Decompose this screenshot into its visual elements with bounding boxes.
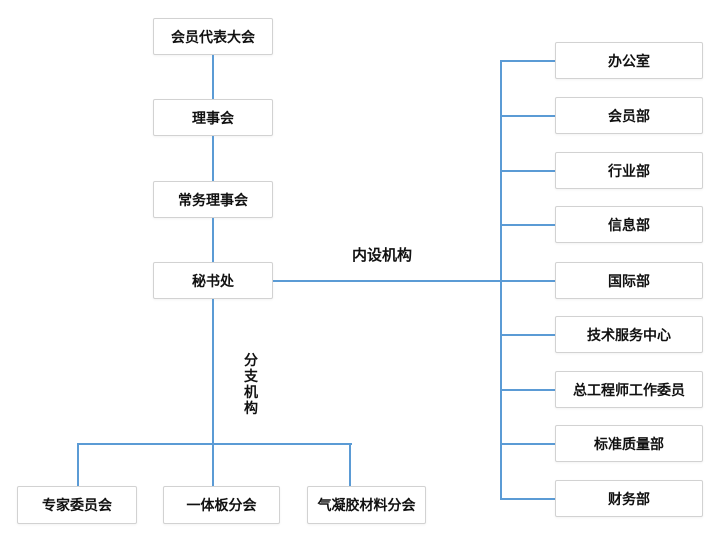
- connector-line: [212, 299, 214, 444]
- connector-line: [212, 55, 214, 99]
- connector-line: [501, 224, 555, 226]
- connector-line: [501, 170, 555, 172]
- node-industry-dept: 行业部: [555, 152, 703, 189]
- connector-line: [77, 443, 352, 445]
- connector-line: [501, 498, 555, 500]
- connector-line: [501, 443, 555, 445]
- connector-line: [77, 443, 79, 486]
- node-international-dept: 国际部: [555, 262, 703, 299]
- connector-line: [273, 280, 501, 282]
- node-expert-committee: 专家委员会: [17, 486, 137, 524]
- connector-line: [501, 389, 555, 391]
- node-finance-dept: 财务部: [555, 480, 703, 517]
- node-standards-quality-dept: 标准质量部: [555, 425, 703, 462]
- connector-line: [501, 280, 555, 282]
- connector-line: [501, 115, 555, 117]
- node-integrated-panel-branch: 一体板分会: [163, 486, 280, 524]
- node-standing-council: 常务理事会: [153, 181, 273, 218]
- node-aerogel-materials-branch: 气凝胶材料分会: [307, 486, 426, 524]
- connector-line: [212, 136, 214, 181]
- node-chief-engineer-committee: 总工程师工作委员: [555, 371, 703, 408]
- internal-orgs-label: 内设机构: [352, 247, 413, 264]
- connector-line: [212, 443, 214, 486]
- connector-line: [501, 60, 555, 62]
- node-secretariat: 秘书处: [153, 262, 273, 299]
- node-information-dept: 信息部: [555, 206, 703, 243]
- branch-orgs-label: 分支机构: [244, 352, 258, 416]
- node-council: 理事会: [153, 99, 273, 136]
- node-membership-dept: 会员部: [555, 97, 703, 134]
- node-office: 办公室: [555, 42, 703, 79]
- connector-line: [212, 218, 214, 262]
- node-members-assembly: 会员代表大会: [153, 18, 273, 55]
- connector-line: [349, 443, 351, 486]
- connector-line: [501, 334, 555, 336]
- node-tech-service-center: 技术服务中心: [555, 316, 703, 353]
